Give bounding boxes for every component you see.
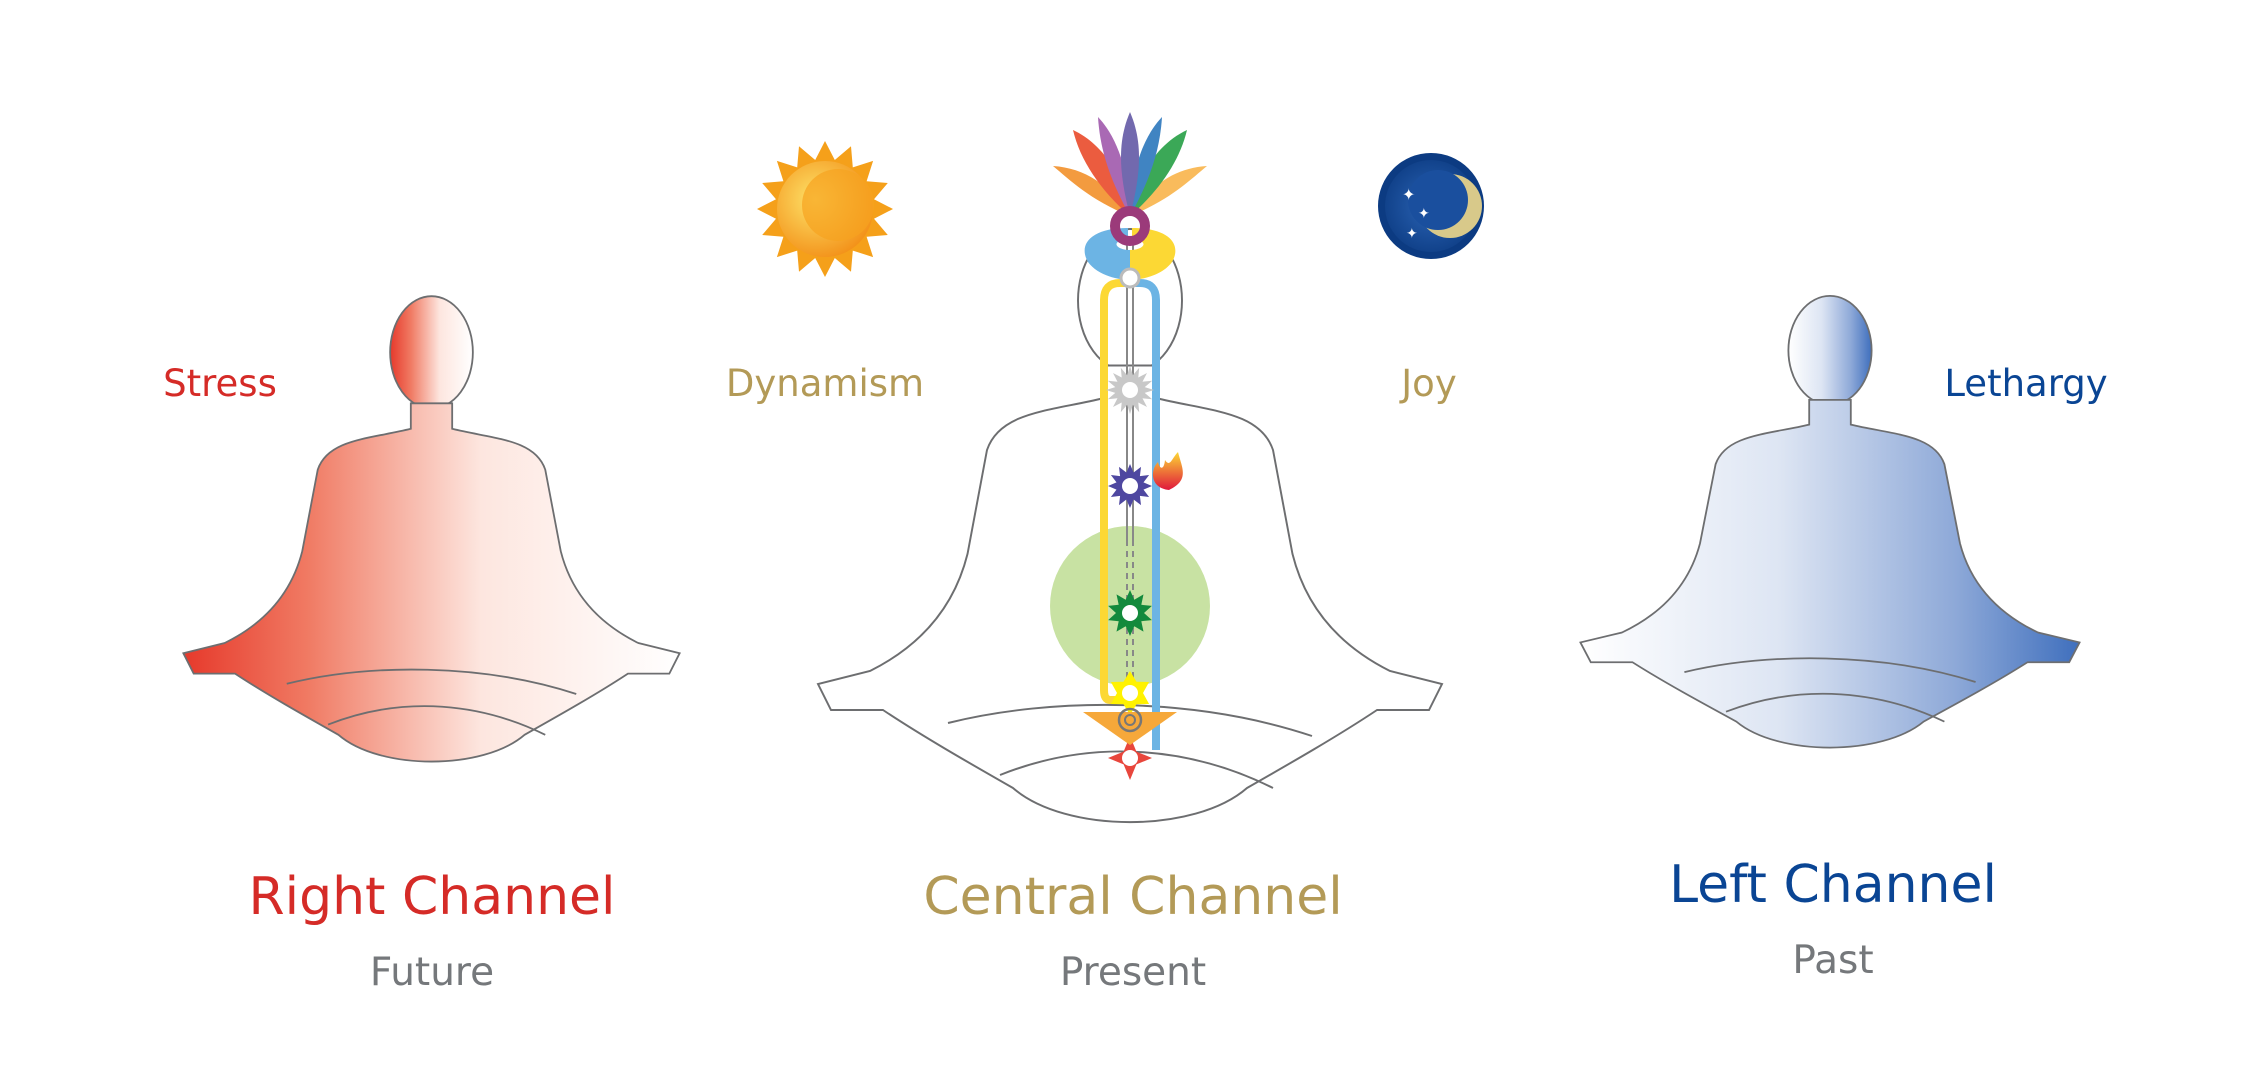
mooladhara-star-center — [1122, 685, 1138, 701]
sun-icon — [757, 141, 893, 277]
swadishthan-triangle — [1083, 707, 1177, 745]
joy-label: Joy — [1399, 362, 1456, 405]
svg-text:✦: ✦ — [1418, 206, 1430, 222]
stress-label: Stress — [163, 362, 277, 405]
dynamism-label: Dynamism — [726, 362, 924, 405]
lethargy-label: Lethargy — [1944, 362, 2107, 405]
lotus-icon — [1053, 112, 1207, 216]
left-channel-title: Left Channel — [1669, 855, 1997, 915]
chakras — [1106, 366, 1154, 780]
svg-text:✦: ✦ — [1402, 185, 1415, 204]
right-channel-time: Future — [370, 950, 494, 995]
flame-icon — [1152, 452, 1183, 490]
crown-rings — [1084, 206, 1176, 289]
mooladhara-chakra-center — [1122, 750, 1138, 766]
anahat-chakra-center — [1122, 478, 1138, 494]
central-channel-time: Present — [1060, 950, 1206, 995]
right-channel-title: Right Channel — [249, 867, 616, 927]
moon-icon: ✦ ✦ ✦ — [1378, 153, 1484, 259]
central-channel-title: Central Channel — [923, 867, 1342, 927]
nabhi-chakra-center — [1122, 605, 1138, 621]
left-channel-time: Past — [1792, 938, 1873, 983]
vishuddhi-chakra-center — [1122, 382, 1138, 398]
svg-text:✦: ✦ — [1406, 226, 1418, 242]
